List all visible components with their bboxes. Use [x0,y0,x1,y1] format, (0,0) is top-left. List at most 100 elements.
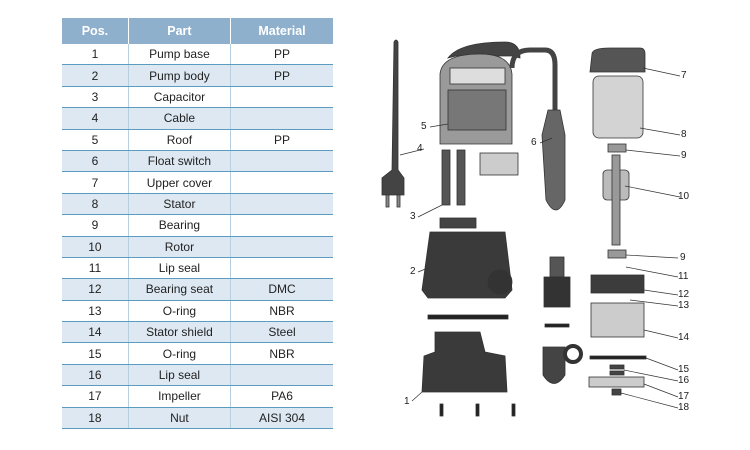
cell-pos: 5 [62,129,129,151]
cell-part: Impeller [128,385,232,408]
cell-pos: 11 [62,257,129,280]
cell-pos: 4 [62,107,129,130]
float-switch [541,109,566,211]
cell-material: PP [230,129,333,151]
capacitor [479,152,519,176]
cell-material: NBR [230,300,333,323]
cell-pos: 1 [62,44,129,66]
cell-part: Roof [128,129,232,151]
callout-13: 13 [678,300,690,311]
cell-pos: 17 [62,385,129,408]
cell-material [230,150,333,173]
cell-material [230,171,333,194]
pump-base [421,331,508,393]
cell-material [230,236,333,258]
cell-pos: 13 [62,300,129,323]
impeller [588,376,645,388]
cell-pos: 14 [62,321,129,344]
stator-shield [590,302,645,338]
cell-pos: 12 [62,278,129,301]
callout-12: 12 [678,289,690,300]
bearing-seat [590,274,645,294]
cell-material: Steel [230,321,333,344]
cell-pos: 7 [62,171,129,194]
cell-material: DMC [230,278,333,301]
cell-material [230,193,333,216]
cell-pos: 18 [62,407,129,430]
cell-pos: 16 [62,364,129,387]
cell-material [230,214,333,237]
cell-part: Stator [128,193,232,216]
cable [381,39,405,196]
cell-part: Pump body [128,64,232,87]
callout-1: 1 [404,396,410,407]
cell-part: Nut [128,407,232,430]
callout-11: 11 [678,271,689,282]
stator [592,75,644,139]
cell-part: Cable [128,107,232,130]
exploded-pump-diagram: 1 2 3 4 5 6 7 8 9 10 9 11 12 13 14 15 16… [360,20,740,440]
callout-14: 14 [678,332,690,343]
callout-9-lower: 9 [680,252,686,263]
header-part: Part [128,18,232,44]
cell-material: PA6 [230,385,333,408]
callout-10: 10 [678,191,690,202]
cell-part: O-ring [128,342,232,365]
cell-part: Pump base [128,44,232,66]
cell-pos: 8 [62,193,129,216]
cell-material: PP [230,44,333,66]
cell-part: Stator shield [128,321,232,344]
cell-part: Float switch [128,150,232,173]
cell-pos: 6 [62,150,129,173]
pump-drawing [381,39,681,417]
callout-17: 17 [678,391,690,402]
callout-18: 18 [678,402,690,413]
cell-part: Bearing seat [128,278,232,301]
callout-3: 3 [410,211,416,222]
callout-8: 8 [681,129,687,140]
cell-material [230,364,333,387]
callout-5: 5 [421,121,427,132]
roof-handle-cap [447,41,521,59]
cell-part: Capacitor [128,86,232,109]
cell-material: NBR [230,342,333,365]
cell-part: Lip seal [128,364,232,387]
cell-material: AISI 304 [230,407,333,430]
header-material: Material [230,18,333,44]
callout-7: 7 [681,70,687,81]
callout-6: 6 [531,137,537,148]
cell-pos: 10 [62,236,129,258]
cell-material [230,257,333,280]
table-header-row: Pos. Part Material [62,18,333,44]
callout-2: 2 [410,266,416,277]
cell-pos: 9 [62,214,129,237]
cell-pos: 3 [62,86,129,109]
callout-15: 15 [678,364,690,375]
callout-9-upper: 9 [681,150,687,161]
cell-part: Upper cover [128,171,232,194]
cell-material: PP [230,64,333,87]
cell-part: Rotor [128,236,232,258]
cell-material [230,107,333,130]
cell-pos: 2 [62,64,129,87]
cell-part: Lip seal [128,257,232,280]
callout-16: 16 [678,375,690,386]
cell-part: O-ring [128,300,232,323]
